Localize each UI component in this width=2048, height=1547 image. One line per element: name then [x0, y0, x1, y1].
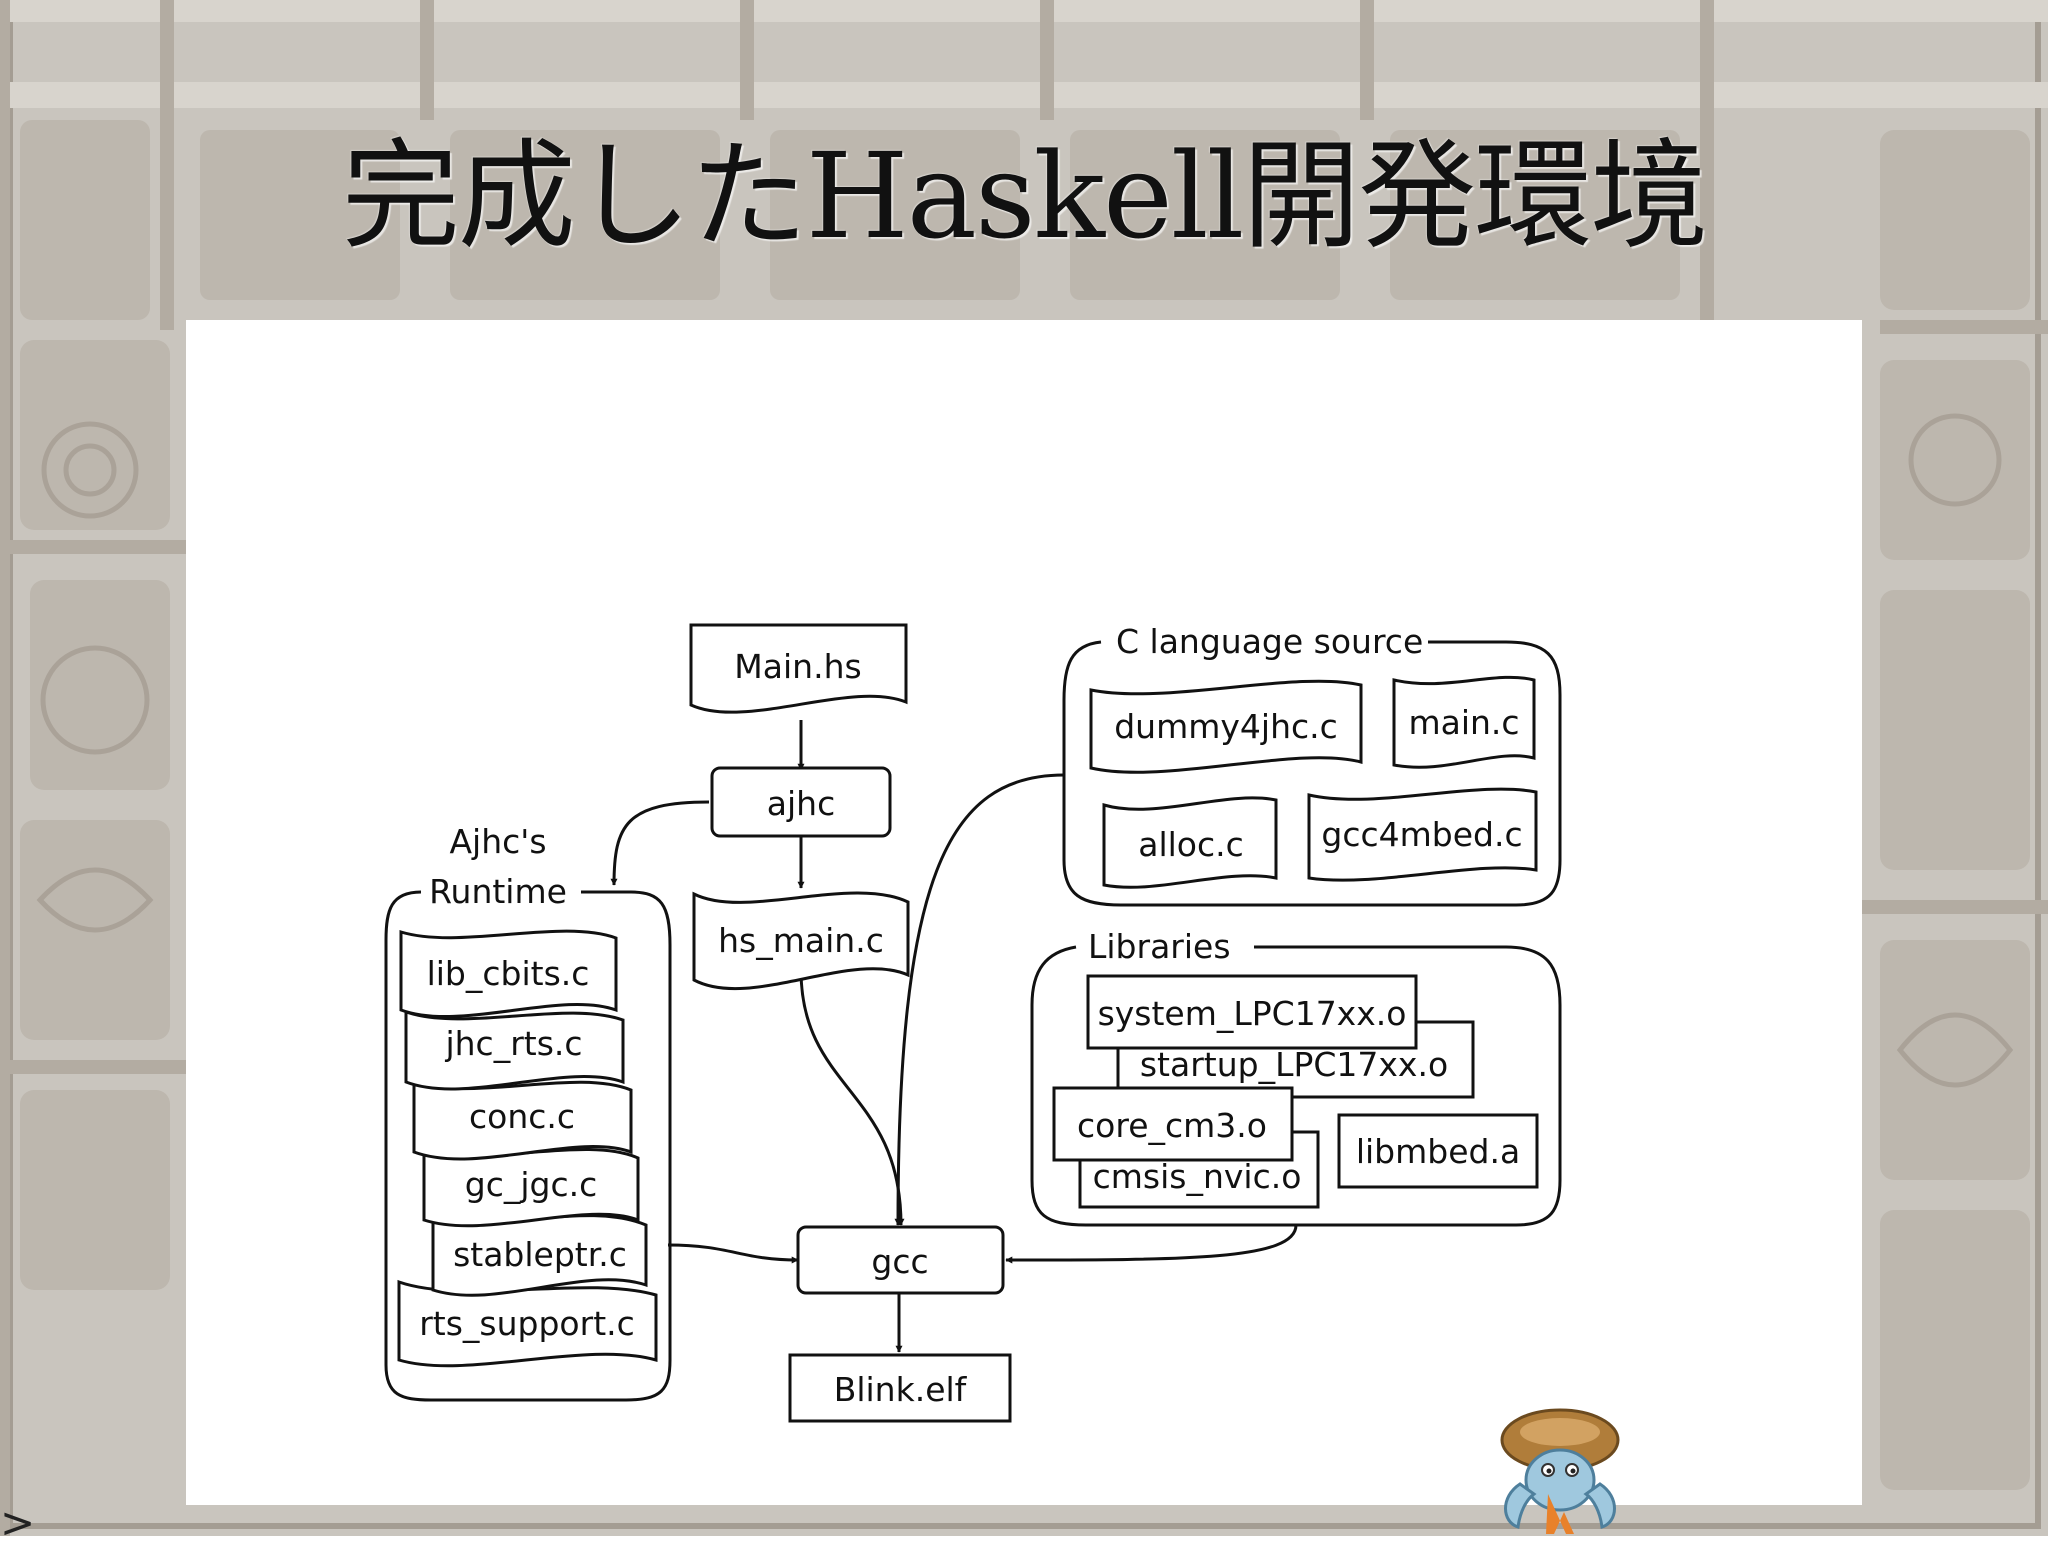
gcc4mbed-document — [1307, 787, 1538, 882]
cmsis-label: cmsis_nvic.o — [1093, 1157, 1302, 1196]
blink-elf-output — [788, 1353, 1012, 1423]
runtime-file-label: rts_support.c — [419, 1304, 635, 1343]
arrow-libraries-to-gcc — [1005, 1224, 1298, 1264]
runtime-file-label: stableptr.c — [453, 1235, 627, 1274]
runtime-file-label: jhc_rts.c — [444, 1024, 582, 1063]
alloc-label: alloc.c — [1138, 825, 1244, 864]
libmbed-object — [1337, 1113, 1539, 1189]
jhc-rts-document — [404, 1009, 625, 1091]
gcc4mbed-label: gcc4mbed.c — [1321, 815, 1522, 854]
ajhc-label: ajhc — [767, 784, 835, 823]
arrow-hsmain-to-gcc — [799, 969, 905, 1226]
blink-elf-label: Blink.elf — [834, 1370, 968, 1409]
csource-group-label: C language source — [1116, 622, 1423, 661]
corner-glyph: > — [0, 1498, 36, 1547]
main-c-label: main.c — [1408, 703, 1519, 742]
alloc-document — [1102, 796, 1278, 889]
csource-group-border — [1062, 640, 1562, 907]
slide-title: 完成したHaskell開発環境 — [341, 127, 1709, 265]
libraries-group-label: Libraries — [1088, 927, 1231, 966]
runtime-group-label-line2: Runtime — [429, 872, 567, 911]
dummy4jhc-label: dummy4jhc.c — [1114, 707, 1338, 746]
libmbed-label: libmbed.a — [1356, 1132, 1520, 1171]
mascot-icon — [1500, 1408, 1620, 1534]
build-flow-diagram: Ajhc's Runtime C language source Librari… — [384, 622, 1562, 1423]
diagram-panel: Ajhc's Runtime C language source Librari… — [186, 320, 1862, 1505]
arrow-runtime-to-gcc — [667, 1243, 799, 1264]
runtime-file-label: gc_jgc.c — [465, 1165, 597, 1204]
arrow-ajhc-to-runtime — [610, 800, 710, 886]
ajhc-process — [710, 766, 892, 838]
lib-cbits-document — [399, 929, 618, 1018]
startup-label: startup_LPC17xx.o — [1140, 1045, 1448, 1084]
gcc-label: gcc — [871, 1242, 928, 1281]
runtime-group-label-line1: Ajhc's — [449, 822, 546, 861]
dummy4jhc-document — [1089, 679, 1363, 774]
core-object — [1052, 1086, 1294, 1162]
main-hs-label: Main.hs — [734, 647, 861, 686]
core-label: core_cm3.o — [1077, 1106, 1267, 1145]
arrow-csource-to-gcc — [894, 773, 1065, 1226]
gcc-process — [796, 1225, 1005, 1295]
runtime-file-label: conc.c — [469, 1097, 575, 1136]
hs-main-label: hs_main.c — [718, 921, 884, 960]
main-hs-document — [689, 623, 908, 714]
libraries-group-border — [1030, 945, 1562, 1227]
system-label: system_LPC17xx.o — [1098, 994, 1407, 1033]
hs-main-document — [692, 891, 910, 991]
runtime-group-border — [384, 890, 672, 1402]
runtime-file-label: lib_cbits.c — [427, 954, 590, 993]
main-c-document — [1392, 675, 1536, 769]
system-object — [1086, 974, 1418, 1050]
